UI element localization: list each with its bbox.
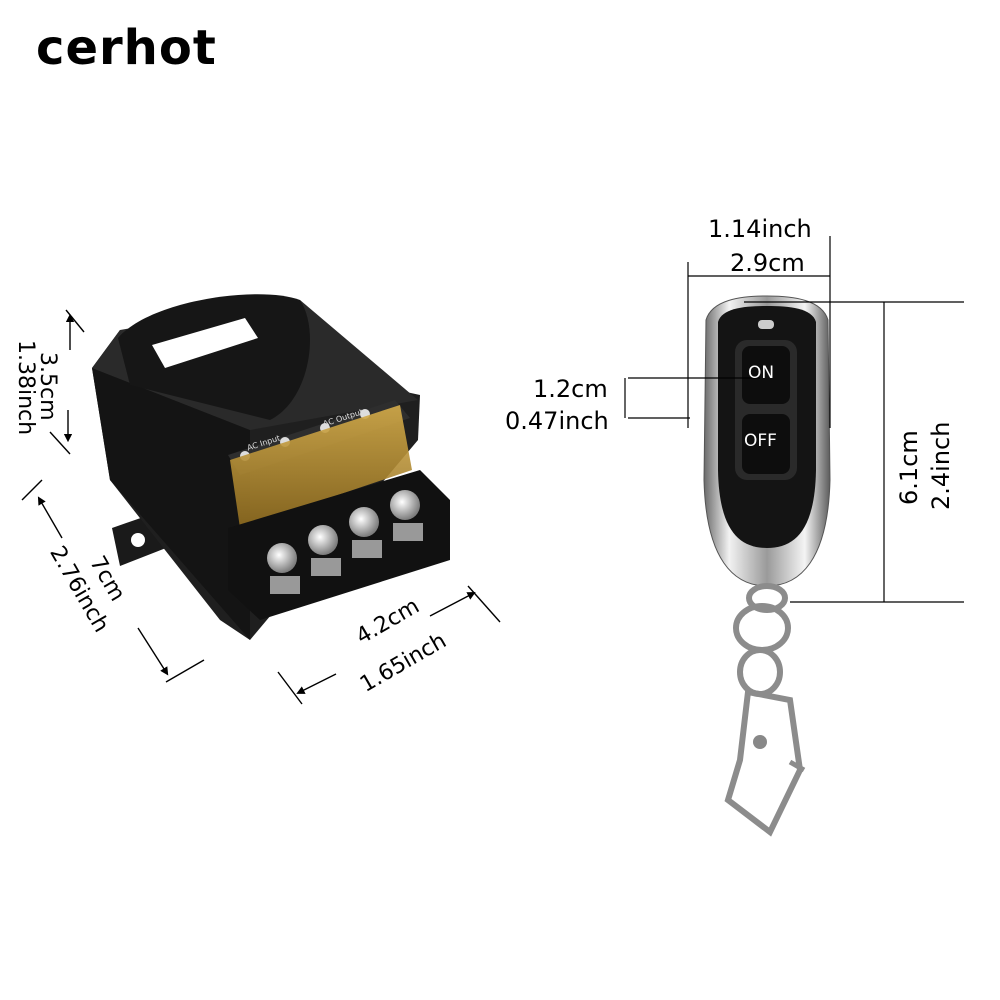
led-indicator-icon [758, 320, 774, 329]
screw-1 [267, 543, 297, 573]
terminal-screws [267, 490, 423, 594]
remote-control [703, 295, 831, 837]
remote-button-in: 0.47inch [505, 407, 609, 435]
on-button-shape [742, 346, 790, 404]
relay-dimension-lines [21, 309, 501, 705]
remote-height-cm: 6.1cm [895, 430, 923, 505]
remote-width-in: 1.14inch [708, 215, 812, 243]
on-button: ON [748, 363, 775, 383]
remote-width-cm: 2.9cm [730, 249, 805, 277]
relay-window [152, 318, 258, 368]
brand-logo: cerhot [36, 20, 217, 76]
keyring [733, 583, 791, 697]
screw-3 [349, 507, 379, 537]
terminal-cover [230, 405, 412, 528]
relay-height-in: 1.38inch [13, 340, 38, 436]
clasp-pin [753, 735, 767, 749]
lobster-clasp [724, 688, 804, 837]
remote-button-cm: 1.2cm [533, 375, 608, 403]
screw-2 [308, 525, 338, 555]
mounting-hole [131, 533, 145, 547]
screw-4 [390, 490, 420, 520]
remote-height-in: 2.4inch [927, 421, 955, 510]
relay-cover [118, 294, 310, 420]
off-button: OFF [744, 431, 777, 451]
remote-dimension-lines [624, 236, 964, 603]
off-button-shape [742, 414, 790, 474]
clasp-lever [788, 759, 806, 773]
relay-module [92, 294, 450, 640]
